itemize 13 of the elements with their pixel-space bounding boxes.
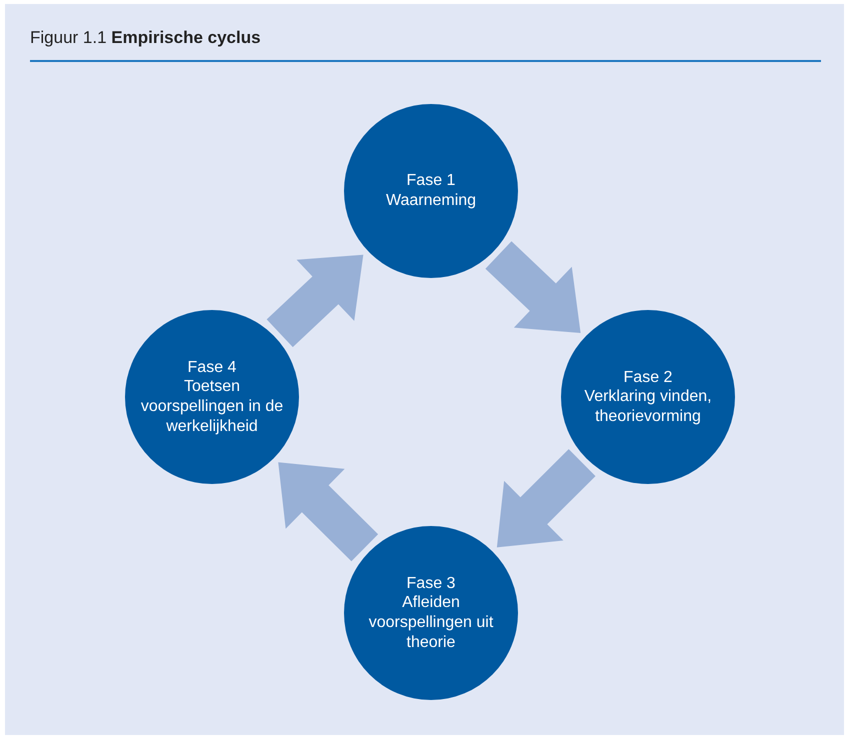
phase-description: Toetsen voorspellingen in de werkelijkheid: [140, 377, 284, 436]
phase-number: Fase 4: [188, 358, 236, 378]
phase-number: Fase 2: [624, 368, 672, 388]
block-arrow: [496, 449, 596, 548]
phase-description: Afleiden voorspellingen uit theorie: [368, 593, 494, 652]
block-arrow: [485, 241, 581, 333]
block-arrow: [266, 254, 364, 348]
block-arrow: [278, 462, 378, 562]
figure-title: Figuur 1.1 Empirische cyclus: [30, 28, 261, 48]
phase-number: Fase 3: [406, 574, 456, 594]
phase-description: Verklaring vinden, theorievorming: [583, 387, 713, 426]
phase-description: Waarneming: [386, 191, 476, 211]
phase-number: Fase 1: [406, 171, 456, 191]
